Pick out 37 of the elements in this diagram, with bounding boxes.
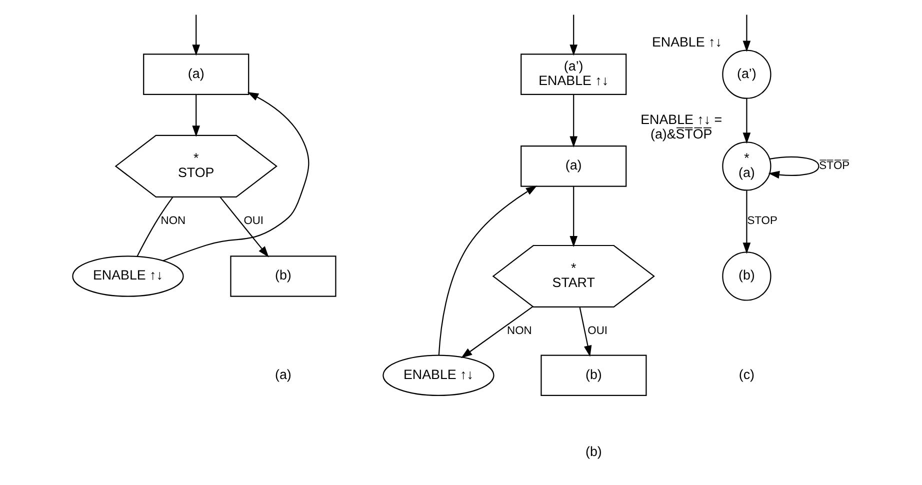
node-box: (a) <box>520 145 626 186</box>
node-label: (a)&S̅T̅O̅P̅ <box>650 126 712 141</box>
edge-label: NON <box>506 324 532 337</box>
arrow <box>460 306 532 358</box>
node-circle: (a’) <box>722 49 771 98</box>
arrow <box>742 98 750 144</box>
arrow <box>569 14 578 56</box>
node-ellipse: ENABLE ↑↓ <box>382 354 494 396</box>
edge-label: NON <box>160 214 186 227</box>
arrow <box>569 186 578 247</box>
node-circle: * (a) <box>722 141 771 190</box>
node-ellipse: ENABLE ↑↓ <box>72 255 184 296</box>
arrow <box>162 92 309 261</box>
label: (a) <box>274 366 291 382</box>
arrow <box>742 190 750 254</box>
arrow <box>192 14 200 56</box>
arrow <box>192 94 200 136</box>
arrow <box>569 94 578 147</box>
arrow <box>768 156 819 178</box>
connector <box>136 196 173 256</box>
label: (c) <box>738 366 754 382</box>
node-box: (a’) ENABLE ↑↓ <box>520 53 626 94</box>
arrow <box>742 14 750 52</box>
arrow <box>219 196 268 257</box>
edge-label: OUI <box>587 324 608 337</box>
arrow <box>438 185 537 355</box>
node-box: (a) <box>142 53 249 94</box>
arrow <box>578 306 592 356</box>
edge-label: STOP <box>746 214 777 227</box>
node-label: ENABLE ↑↓ <box>651 34 722 50</box>
node-circle: (b) <box>722 251 771 300</box>
node-label: ENABLE ↑↓ = <box>640 111 722 126</box>
label: (b) <box>585 443 602 458</box>
node-box: (b) <box>540 354 646 396</box>
node-box: (b) <box>230 255 336 296</box>
edge-label: S̅T̅O̅P̅ <box>818 160 850 172</box>
edge-label: OUI <box>243 214 264 227</box>
